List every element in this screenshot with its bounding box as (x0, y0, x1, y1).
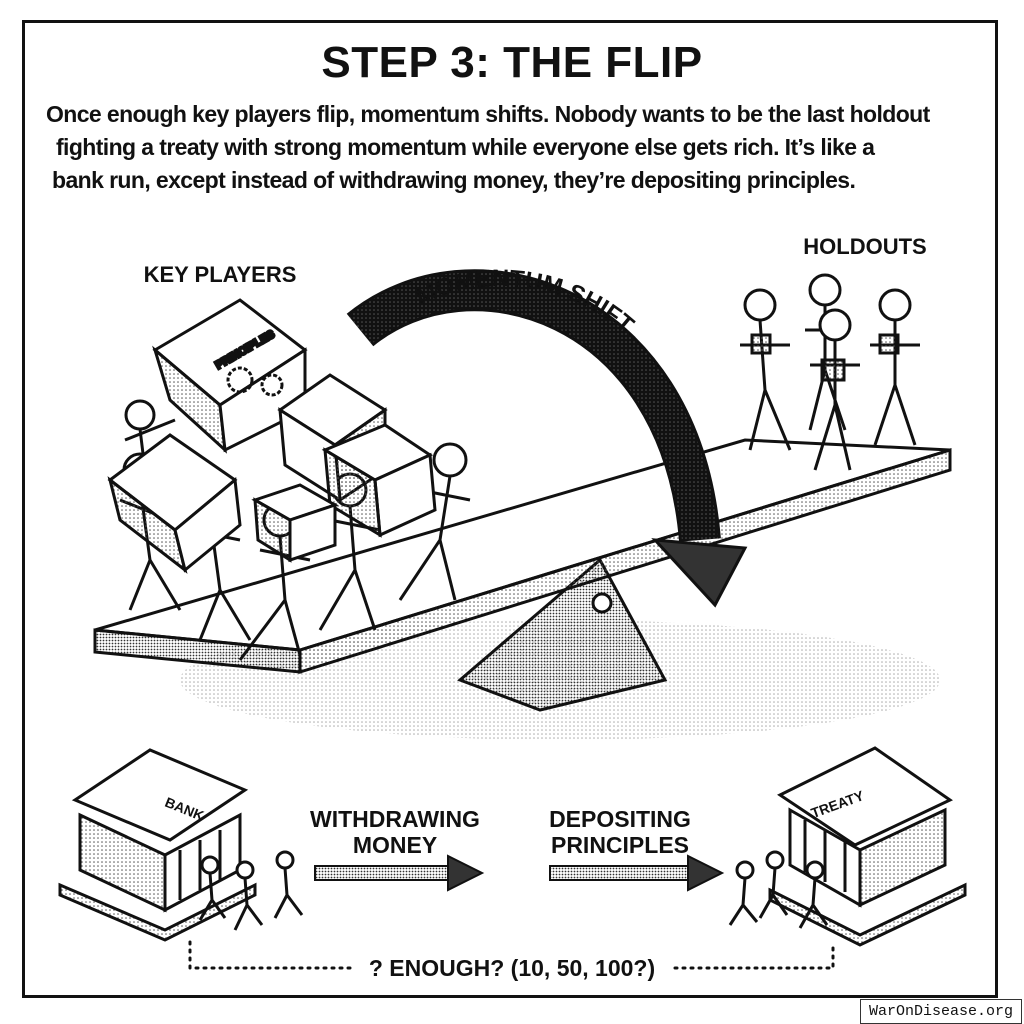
person-figure (124, 399, 176, 471)
holdouts-label: HOLDOUTS (803, 234, 926, 259)
depositing-label-line1: DEPOSITING (549, 806, 691, 832)
depositing-arrow (549, 854, 725, 892)
person-figure (805, 273, 850, 431)
page-title: STEP 3: THE FLIP (321, 38, 703, 87)
person-figure (398, 442, 471, 601)
fulcrum (457, 557, 668, 712)
intro-line: Once enough key players flip, momentum s… (46, 101, 930, 127)
withdrawing-label-line2: MONEY (353, 832, 437, 858)
withdrawing-label-line1: WITHDRAWING (310, 806, 480, 832)
person-figure (870, 288, 920, 446)
intro-line: fighting a treaty with strong momentum w… (56, 134, 875, 160)
running-people (198, 850, 304, 931)
treaty-building (768, 746, 967, 947)
depositing-label-line2: PRINCIPLES (551, 832, 689, 858)
key-players-group: PRINCIPLES (107, 298, 471, 661)
principles-box (107, 433, 242, 574)
enough-question: ? ENOUGH? (10, 50, 100?) (369, 955, 655, 981)
border-frame (22, 20, 998, 998)
withdrawing-arrow (314, 854, 485, 892)
watermark: WarOnDisease.org (859, 999, 1022, 1024)
momentum-arrow (346, 269, 748, 608)
principles-box (321, 423, 437, 538)
seesaw-plank (93, 438, 952, 675)
intro-text: Once enough key players flip, momentum s… (46, 98, 986, 197)
holdouts-group (740, 273, 920, 471)
gear-icon (226, 366, 284, 397)
bank-building (58, 748, 257, 942)
intro-line: bank run, except instead of withdrawing … (52, 167, 856, 193)
person-figure (740, 288, 792, 451)
principles-box (152, 298, 308, 454)
running-people (728, 850, 829, 929)
key-players-label: KEY PLAYERS (144, 262, 297, 287)
enough-bracket (188, 940, 835, 970)
principles-box (251, 483, 339, 563)
